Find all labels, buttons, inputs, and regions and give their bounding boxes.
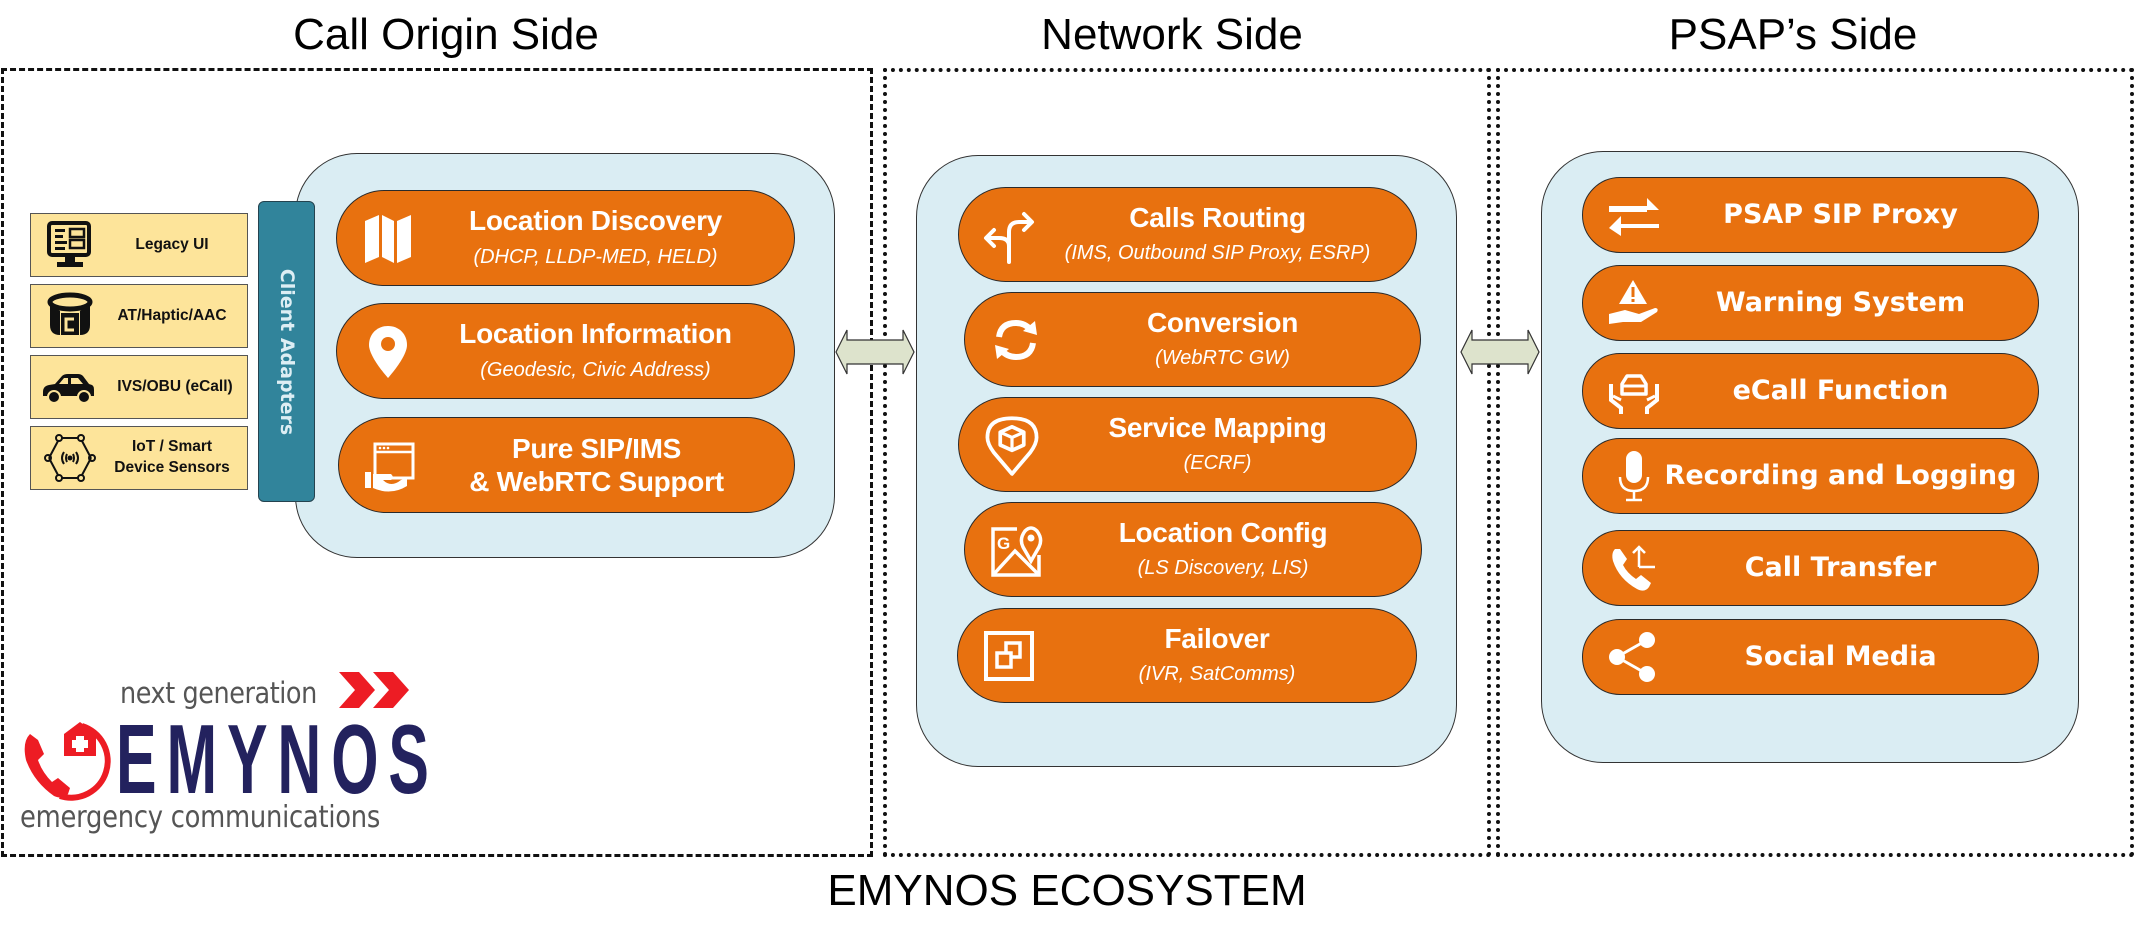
item-title: PSAP SIP Proxy (1723, 199, 1958, 231)
item-title: Service Mapping (1108, 411, 1327, 443)
svg-text:G: G (997, 534, 1010, 553)
iot-sensor-icon (44, 434, 96, 482)
item-title: Call Transfer (1744, 552, 1937, 584)
item-title: Location Information (459, 318, 732, 350)
network-item-location-config[interactable]: G Location Config (LS Discovery, LIS) (964, 502, 1422, 597)
emergency-phone-icon (24, 722, 111, 801)
swap-arrows-icon (1609, 198, 1659, 236)
car-icon (43, 374, 94, 404)
item-title: Failover (1164, 622, 1270, 654)
share-icon (1609, 632, 1655, 682)
psap-item-recording-logging[interactable]: Recording and Logging (1582, 438, 2039, 514)
device-label-line2: Device Sensors (114, 459, 230, 476)
item-title: eCall Function (1732, 375, 1949, 407)
warning-hand-icon (1609, 280, 1658, 324)
device-label: IoT / Smart Device Sensors (101, 427, 243, 489)
network-frame (883, 68, 1491, 857)
phone-transfer-icon (1612, 545, 1655, 591)
network-item-failover[interactable]: Failover (IVR, SatComms) (957, 608, 1417, 703)
psap-item-social-media[interactable]: Social Media (1582, 619, 2039, 695)
psap-frame (1496, 68, 2134, 857)
client-adapters-label: Client Adapters (275, 268, 298, 435)
haptic-band-icon (47, 292, 93, 335)
call-origin-item-location-information[interactable]: Location Information (Geodesic, Civic Ad… (336, 303, 795, 399)
section-title-network: Network Side (1041, 10, 1303, 59)
network-item-conversion[interactable]: Conversion (WebRTC GW) (964, 292, 1421, 387)
section-title-call-origin: Call Origin Side (293, 10, 599, 59)
refresh-icon (995, 319, 1037, 360)
psap-item-call-transfer[interactable]: Call Transfer (1582, 530, 2039, 606)
device-label: IVS/OBU (eCall) (117, 377, 233, 395)
microphone-icon (1618, 451, 1650, 502)
item-title: Pure SIP/IMS (511, 432, 682, 464)
network-item-service-mapping[interactable]: Service Mapping (ECRF) (958, 397, 1417, 492)
item-subtitle: (WebRTC GW) (1155, 347, 1290, 370)
map-pin-box-icon (985, 415, 1039, 476)
monitor-icon (47, 221, 91, 267)
device-ivs-obu: IVS/OBU (eCall) (30, 355, 248, 419)
item-title: Social Media (1744, 641, 1937, 673)
device-label: AT/Haptic/AAC (117, 306, 227, 324)
double-chevron-icon (339, 672, 409, 708)
device-label-line1: IoT / Smart (131, 438, 213, 456)
car-hands-icon (1609, 374, 1659, 414)
device-legacy-ui: Legacy UI (30, 213, 248, 277)
call-origin-item-location-discovery[interactable]: Location Discovery (DHCP, LLDP-MED, HELD… (336, 190, 795, 286)
item-subtitle: (ECRF) (1183, 452, 1252, 475)
item-subtitle: (LS Discovery, LIS) (1137, 557, 1309, 580)
location-pin-icon (369, 326, 407, 378)
route-split-icon (984, 211, 1034, 264)
failover-icon (984, 630, 1034, 681)
map-location-icon: G (991, 525, 1043, 577)
item-title: Calls Routing (1129, 201, 1306, 233)
map-icon (365, 215, 411, 263)
logo-name: EMYNOS (116, 704, 439, 814)
browser-hand-icon (365, 442, 415, 492)
psap-item-warning-system[interactable]: Warning System (1582, 265, 2039, 341)
device-at-haptic-aac: AT/Haptic/AAC (30, 284, 248, 348)
item-title-line2: & WebRTC Support (469, 466, 724, 497)
client-adapters-bar: Client Adapters (258, 201, 315, 502)
double-arrow-network-psap (1460, 329, 1540, 375)
item-title: Location Config (1118, 516, 1328, 548)
item-subtitle: (IVR, SatComms) (1138, 663, 1296, 686)
logo-tagline-top: next generation (120, 676, 317, 710)
item-subtitle: (Geodesic, Civic Address) (480, 358, 711, 381)
section-title-psap: PSAP’s Side (1668, 10, 1918, 59)
call-origin-item-sip-webrtc[interactable]: Pure SIP/IMS & WebRTC Support (338, 417, 795, 513)
psap-item-sip-proxy[interactable]: PSAP SIP Proxy (1582, 177, 2039, 253)
call-origin-frame (1, 68, 873, 857)
ecosystem-title: EMYNOS ECOSYSTEM (827, 866, 1307, 915)
device-label: Legacy UI (135, 235, 209, 253)
item-title: Location Discovery (469, 205, 722, 237)
logo-tagline-bottom: emergency communications (20, 800, 381, 835)
item-title: Warning System (1715, 287, 1966, 319)
network-item-calls-routing[interactable]: Calls Routing (IMS, Outbound SIP Proxy, … (958, 187, 1417, 282)
item-subtitle: (DHCP, LLDP-MED, HELD) (473, 245, 718, 268)
item-title: Recording and Logging (1664, 460, 2017, 492)
item-title: Conversion (1146, 306, 1299, 338)
psap-item-ecall-function[interactable]: eCall Function (1582, 353, 2039, 429)
item-subtitle: (IMS, Outbound SIP Proxy, ESRP) (1064, 242, 1371, 265)
device-iot-sensors: IoT / Smart Device Sensors (30, 426, 248, 490)
double-arrow-origin-network (835, 329, 915, 375)
